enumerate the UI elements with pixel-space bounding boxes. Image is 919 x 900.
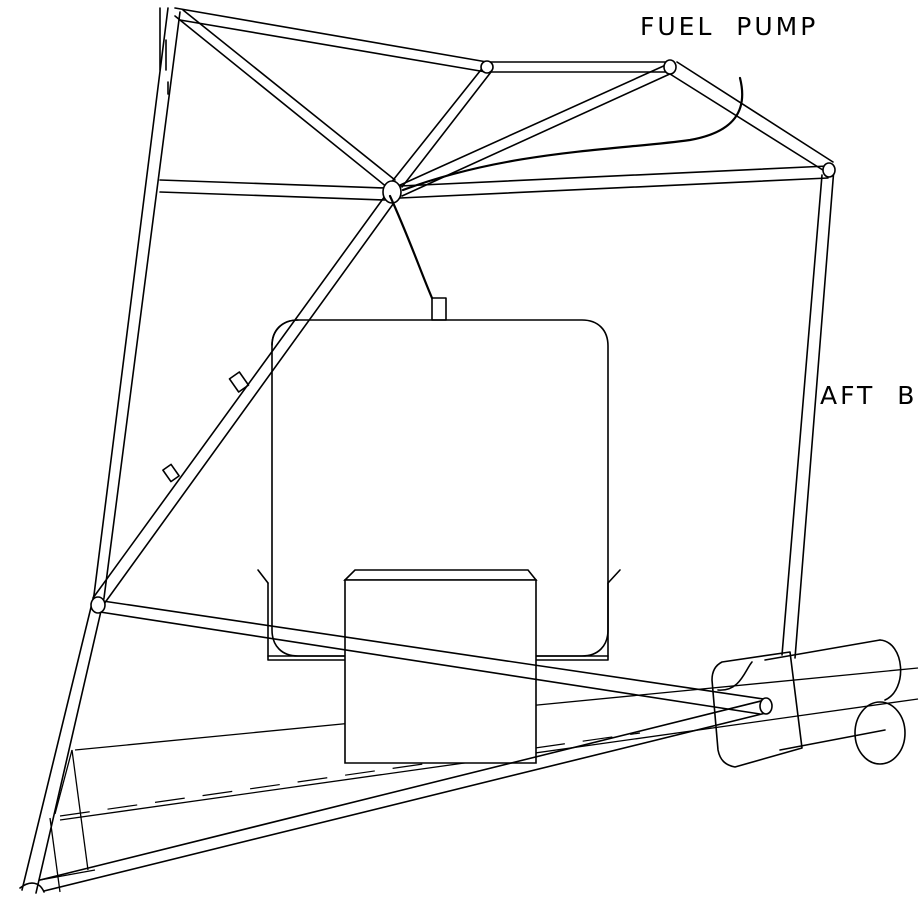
fuel-outlet-fitting bbox=[432, 298, 446, 320]
frame-joints bbox=[20, 60, 835, 892]
tube-frame bbox=[22, 8, 834, 893]
fuel-hoses bbox=[390, 78, 742, 298]
fuel-pump-label: FUEL PUMP bbox=[640, 12, 819, 41]
aft-tube bbox=[712, 640, 905, 767]
diagonal-brackets bbox=[163, 40, 249, 482]
aft-label: AFT B bbox=[820, 381, 918, 410]
battery-box bbox=[345, 570, 536, 763]
